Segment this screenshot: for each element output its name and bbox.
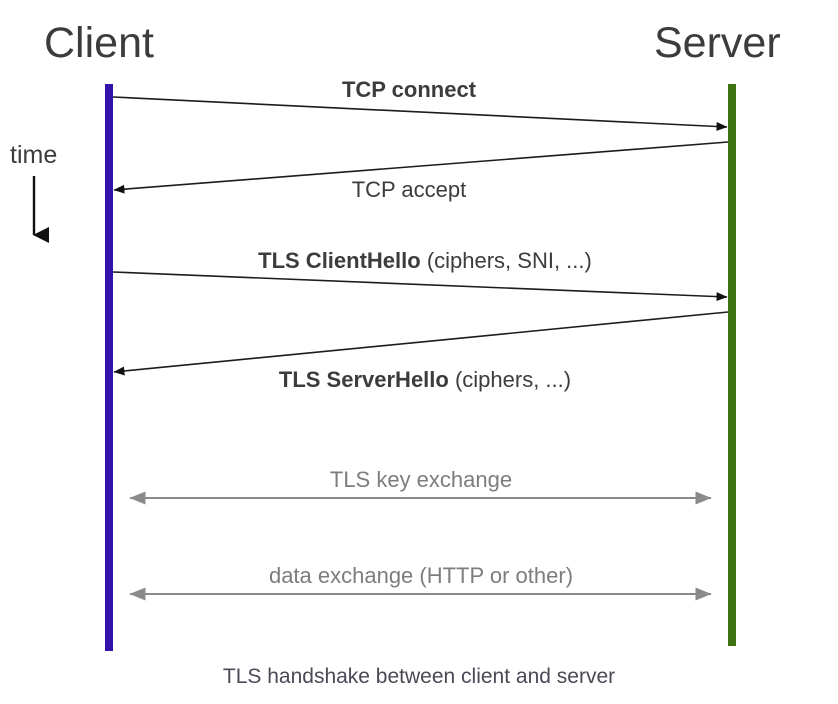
message-label-tls-clienthello-plain: (ciphers, SNI, ...) <box>421 248 592 273</box>
message-label-tls-key-exchange: TLS key exchange <box>330 467 512 492</box>
message-label-tls-serverhello-bold: TLS ServerHello <box>279 367 449 392</box>
message-arrow-tcp-accept <box>113 141 729 194</box>
actor-title-client: Client <box>44 19 154 67</box>
time-axis-label: time <box>10 141 57 169</box>
message-label-tcp-connect-bold: TCP connect <box>342 77 477 102</box>
message-label-tls-clienthello: TLS ClientHello (ciphers, SNI, ...) <box>258 248 592 273</box>
message-label-tls-serverhello-plain: (ciphers, ...) <box>449 367 571 392</box>
message-arrow-tls-serverhello <box>113 311 729 376</box>
message-label-tcp-connect: TCP connect <box>342 77 477 102</box>
message-label-data-exchange-plain: data exchange (HTTP or other) <box>269 563 573 588</box>
message-label-tls-key-exchange-plain: TLS key exchange <box>330 467 512 492</box>
message-label-tls-serverhello: TLS ServerHello (ciphers, ...) <box>279 367 571 392</box>
message-label-data-exchange: data exchange (HTTP or other) <box>269 563 573 588</box>
message-label-tcp-accept-plain: TCP accept <box>352 177 467 202</box>
message-arrow-tls-clienthello <box>112 271 728 302</box>
message-label-tls-clienthello-bold: TLS ClientHello <box>258 248 421 273</box>
message-arrow-tcp-connect <box>112 96 728 131</box>
diagram-caption: TLS handshake between client and server <box>223 665 615 688</box>
actor-title-server: Server <box>654 19 781 67</box>
message-label-tcp-accept: TCP accept <box>352 177 467 202</box>
